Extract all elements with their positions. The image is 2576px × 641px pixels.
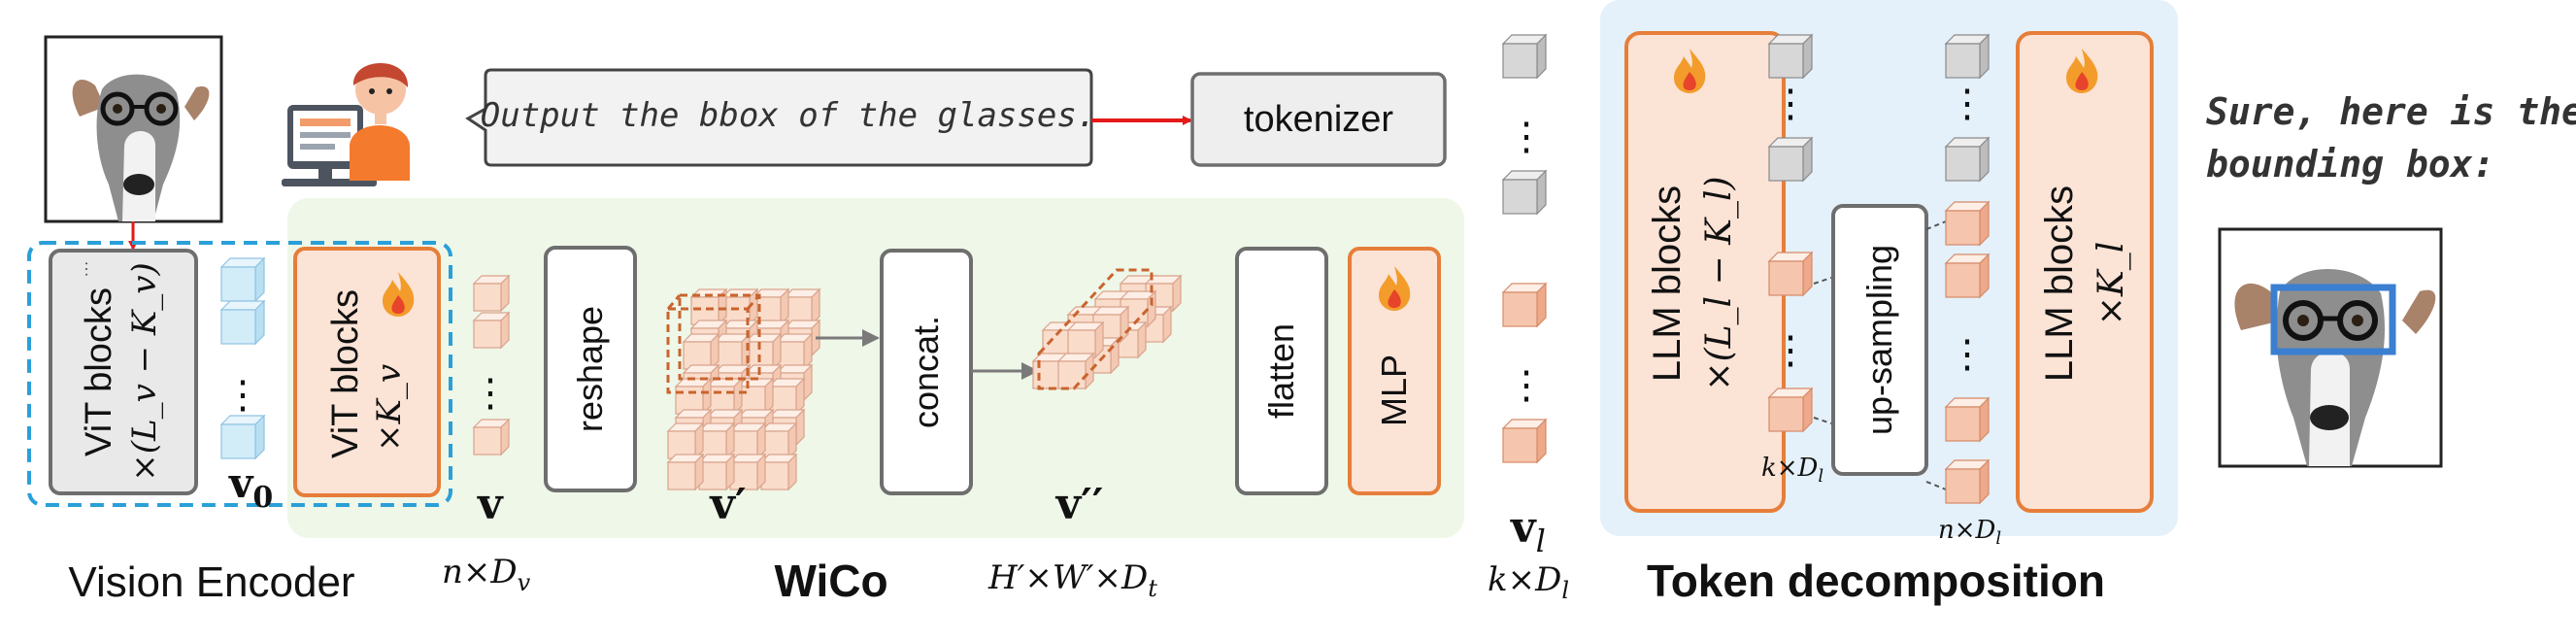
- text-tokens-dots: ⋮: [1507, 116, 1546, 158]
- mlp-label: MLP: [1374, 354, 1414, 426]
- bounding-box-overlay: [2270, 284, 2396, 355]
- v-dim: n×Dv: [442, 553, 531, 596]
- response-line1: Sure, here is the: [2206, 90, 2576, 133]
- llm-trainable-label: LLM blocks: [2038, 186, 2081, 382]
- v-dots: ⋮: [471, 372, 510, 415]
- v-double-prime-dim: H′×W′×Dt: [987, 558, 1157, 602]
- llm-frozen-count: ×(L_l − K_l): [1699, 176, 1739, 390]
- user-at-computer-icon: [282, 63, 410, 186]
- flatten-box: [1235, 247, 1328, 495]
- vision-encoder-title: Vision Encoder: [68, 558, 354, 606]
- llm-frozen-label: LLM blocks: [1646, 186, 1689, 382]
- llm-trainable-block: [2016, 31, 2154, 513]
- vit-frozen-count: ×(L_v − K_v): [125, 262, 164, 482]
- v-double-prime-label: v′′: [1055, 480, 1104, 529]
- mid-visual-dots: ⋮: [1771, 329, 1810, 372]
- token-decomposition-title: Token decomposition: [1647, 556, 2105, 606]
- vit-frozen-block: [49, 249, 198, 495]
- v-prime-grid: [666, 288, 820, 490]
- mlp-box: [1348, 247, 1441, 495]
- right-text-dots: ⋮: [1948, 83, 1987, 125]
- flatten-label: flatten: [1261, 323, 1301, 419]
- vl-label: vl: [1510, 503, 1546, 559]
- llm-trainable-count: ×K_l: [2091, 242, 2131, 326]
- tokenizer-label: tokenizer: [1244, 99, 1394, 140]
- vit-frozen-dots: …: [72, 260, 91, 278]
- vit-trainable-label: ViT blocks: [325, 289, 366, 458]
- right-visual-dots: ⋮: [1948, 333, 1987, 376]
- vl-dots: ⋮: [1507, 364, 1546, 407]
- vl-dim: k×Dl: [1488, 560, 1569, 604]
- v0-dots: ⋮: [223, 374, 262, 417]
- v-label: v: [477, 480, 504, 529]
- wico-title: WiCo: [774, 556, 887, 606]
- vit-trainable-block: [293, 247, 441, 497]
- vit-trainable-count: ×K_v: [370, 364, 409, 452]
- upsampling-box: [1831, 204, 1928, 476]
- ndl-label: n×Dl: [1938, 516, 2001, 549]
- output-dog-photo: [2218, 227, 2443, 468]
- v-double-prime-stack: [1032, 268, 1182, 390]
- reshape-label: reshape: [570, 306, 610, 432]
- tokenizer-box: [1190, 72, 1447, 167]
- prompt-text: Output the bbox of the glasses.: [481, 96, 1097, 135]
- mid-text-dots: ⋮: [1771, 83, 1810, 125]
- v-prime-label: v′: [709, 480, 746, 529]
- reshape-box: [544, 246, 637, 492]
- vit-frozen-label: ViT blocks: [79, 287, 119, 456]
- upsampling-label: up-sampling: [1859, 245, 1899, 435]
- prompt-bubble: Output the bbox of the glasses.: [465, 68, 1097, 167]
- dog-photo: [44, 35, 223, 223]
- concat-label: concat.: [906, 316, 946, 428]
- kdl-label: k×Dl: [1761, 454, 1823, 487]
- response-line2: bounding box:: [2206, 143, 2494, 186]
- v0-label: v0: [228, 459, 273, 515]
